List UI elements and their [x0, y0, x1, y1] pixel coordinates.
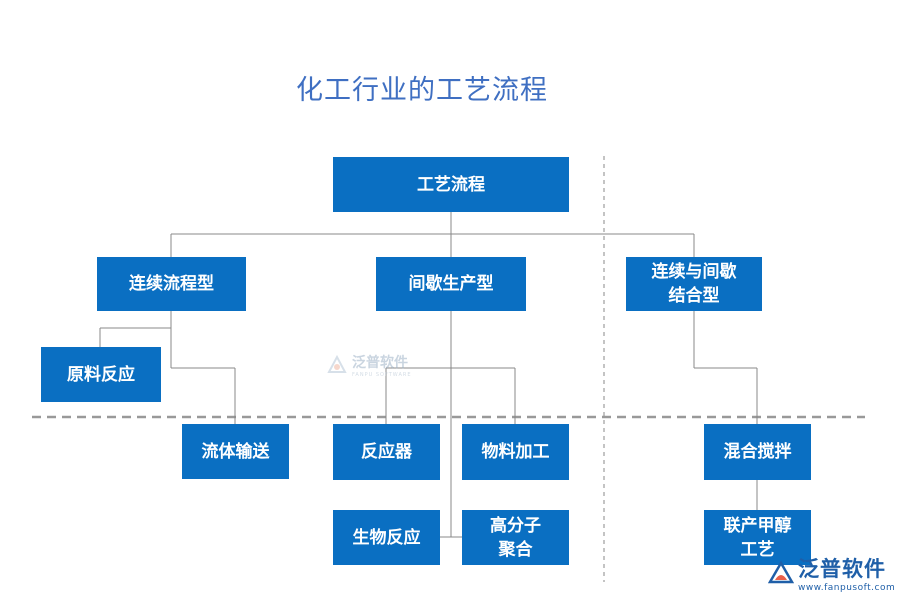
page-title: 化工行业的工艺流程 [296, 75, 548, 106]
leaf-mixing: 混合搅拌 [704, 424, 811, 480]
category-continuous: 连续流程型 [97, 257, 246, 311]
leaf-raw-reaction: 原料反应 [41, 347, 161, 402]
leaf-reactor: 反应器 [333, 424, 440, 480]
leaf-polymerization: 高分子 聚合 [462, 510, 569, 565]
leaf-methanol: 联产甲醇 工艺 [704, 510, 811, 565]
leaf-bio-reaction: 生物反应 [333, 510, 440, 565]
brand-logo-icon [768, 560, 794, 584]
root-node: 工艺流程 [333, 157, 569, 212]
leaf-material-processing: 物料加工 [462, 424, 569, 480]
watermark-logo-icon [327, 354, 347, 373]
brand-logo-url: www.fanpusoft.com [798, 583, 896, 593]
watermark-text: 泛普软件 [352, 355, 408, 371]
category-combined: 连续与间歇 结合型 [626, 257, 762, 311]
center-watermark: 泛普软件 FANPU SOFTWARE [326, 352, 412, 378]
category-batch: 间歇生产型 [376, 257, 526, 311]
brand-logo: 泛普软件 www.fanpusoft.com [768, 553, 895, 593]
brand-logo-text: 泛普软件 [798, 557, 886, 581]
leaf-fluid-transport: 流体输送 [182, 424, 289, 479]
watermark-subtext: FANPU SOFTWARE [352, 372, 412, 378]
